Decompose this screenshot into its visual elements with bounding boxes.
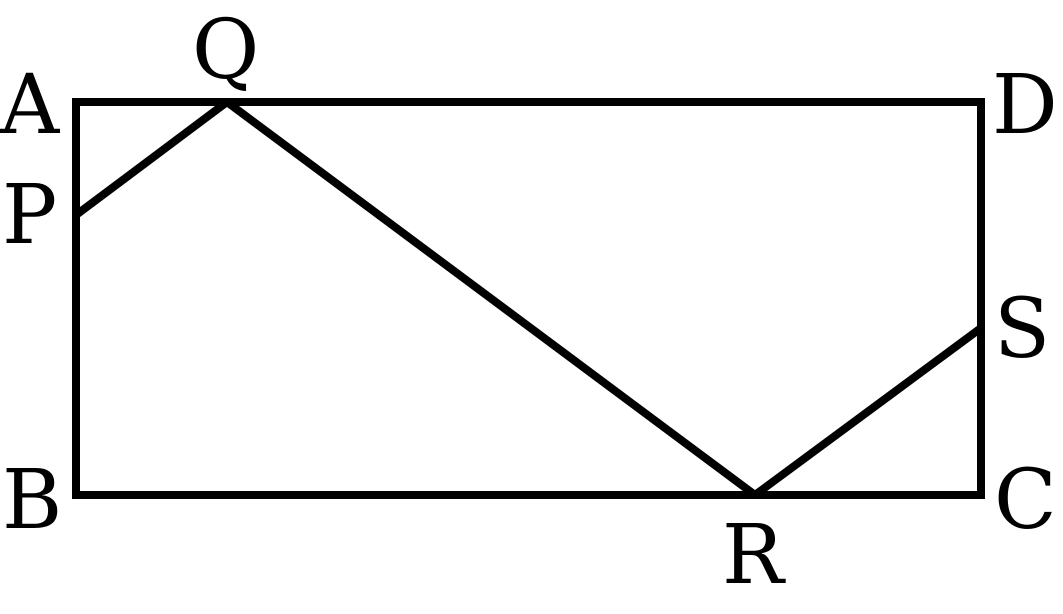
- label-q: Q: [192, 3, 259, 98]
- label-s: S: [994, 282, 1050, 377]
- rectangle-abcd: [72, 98, 985, 499]
- segment-rs: [752, 324, 984, 499]
- label-r: R: [722, 508, 786, 603]
- label-p: P: [2, 168, 57, 263]
- label-d: D: [992, 58, 1058, 153]
- label-c: C: [994, 453, 1057, 548]
- segment-pq: [73, 98, 230, 219]
- label-b: B: [2, 453, 62, 548]
- label-a: A: [0, 58, 61, 153]
- segment-qr: [224, 98, 758, 499]
